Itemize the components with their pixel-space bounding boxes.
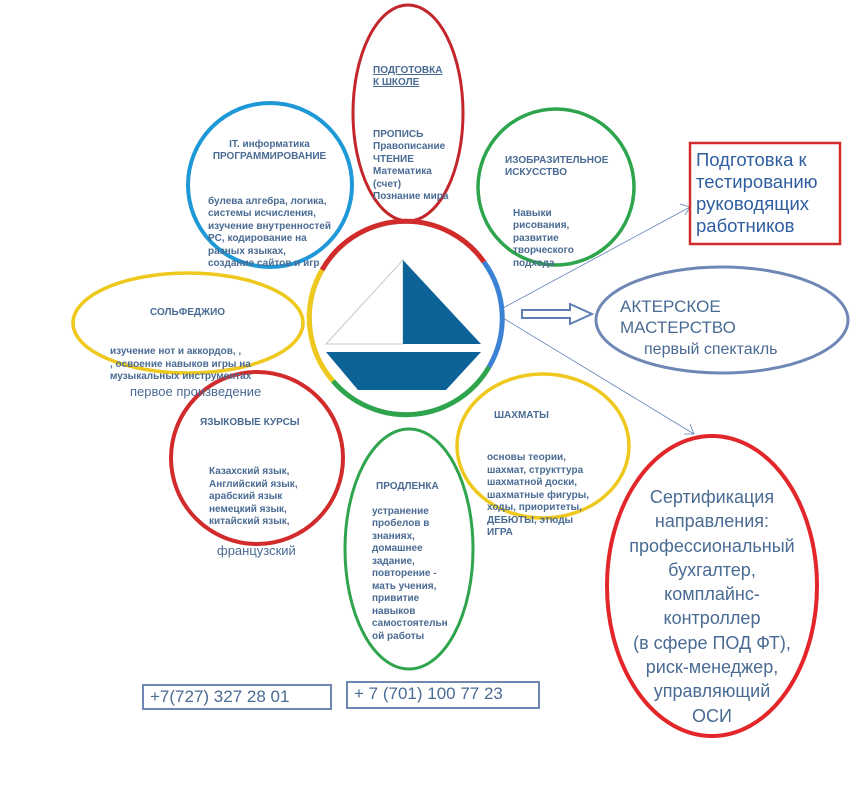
petal-chess: ШАХМАТЫ основы теории, шахмат, структтур… (487, 397, 589, 540)
petal-it-outline (186, 101, 354, 269)
petal-it: IT. информатика ПРОГРАММИРОВАНИЕ булева … (208, 126, 331, 271)
petal-extended-title: ПРОДЛЕНКА (376, 480, 439, 492)
petal-it-title: IT. информатика ПРОГРАММИРОВАНИЕ (212, 138, 327, 163)
petal-extended: ПРОДЛЕНКА устранение пробелов в знаниях,… (372, 468, 448, 643)
acting-ellipse (594, 265, 850, 375)
phone-1[interactable]: +7(727) 327 28 01 (142, 684, 332, 710)
petal-school-title: ПОДГОТОВКА К ШКОЛЕ (373, 64, 443, 89)
petal-solfeggio-title: СОЛЬФЕДЖИО (150, 306, 226, 318)
testing-box (688, 141, 842, 246)
petal-solfeggio-outline (71, 271, 305, 375)
petal-languages-items: Казахский язык, Английский язык, арабски… (209, 466, 298, 527)
testing-text: Подготовка к тестированию руководящих ра… (696, 149, 818, 236)
petal-chess-outline (455, 372, 631, 520)
center-ring-red (319, 218, 487, 272)
center-ring-blue (481, 260, 505, 369)
petal-school: ПОДГОТОВКА К ШКОЛЕ ПРОПИСЬ Правописание … (373, 52, 448, 204)
petal-solfeggio-items: изучение нот и аккордов, , , освоение на… (110, 346, 252, 382)
petal-it-items: булева алгебра, логика, системы исчислен… (208, 195, 331, 270)
petal-languages-title: ЯЗЫКОВЫЕ КУРСЫ (200, 416, 300, 428)
petal-school-items: ПРОПИСЬ Правописание ЧТЕНИЕ Математика (… (373, 128, 449, 203)
acting-subtitle: первый спектакль (644, 341, 778, 358)
petal-languages-extra: французский (217, 543, 296, 558)
petal-chess-title: ШАХМАТЫ (494, 409, 549, 421)
boat-right-sail (403, 260, 481, 344)
petal-art-items: Навыки рисования, развитие творческого п… (513, 207, 574, 269)
arrows (502, 203, 695, 435)
petal-art-outline (476, 107, 636, 267)
petal-chess-items: основы теории, шахмат, структтура шахмат… (487, 452, 590, 538)
petal-solfeggio: СОЛЬФЕДЖИО изучение нот и аккордов, , , … (110, 294, 261, 411)
boat-hull (326, 352, 481, 390)
center-ring-green (331, 365, 492, 418)
petal-art-title: ИЗОБРАЗИТЕЛЬНОЕ ИСКУССТВО (505, 154, 609, 179)
phone-2[interactable]: + 7 (701) 100 77 23 (346, 681, 540, 709)
certification-ellipse (605, 434, 819, 738)
certification-text: Сертификация направления: профессиональн… (629, 487, 795, 726)
petal-art: ИЗОБРАЗИТЕЛЬНОЕ ИСКУССТВО Навыки рисован… (505, 142, 608, 283)
acting-title: АКТЕРСКОЕ МАСТЕРСТВО (620, 297, 736, 337)
petal-languages-outline (169, 370, 345, 546)
petal-extended-outline (343, 427, 475, 671)
petal-solfeggio-extra: первое произведение (130, 383, 262, 399)
petal-languages: ЯЗЫКОВЫЕ КУРСЫ Казахский язык, Английски… (200, 404, 300, 571)
center-ring-yellow (306, 268, 335, 383)
petal-extended-items: устранение пробелов в знаниях, домашнее … (372, 505, 448, 642)
